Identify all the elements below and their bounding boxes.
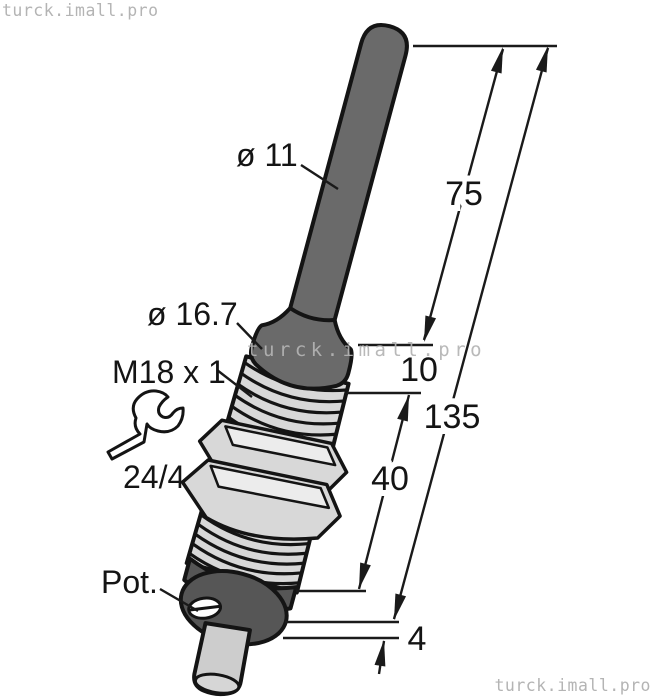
dim-10-label: 10 [400, 351, 438, 389]
dim-line-40 [357, 394, 411, 590]
watermark-middle: turck.imall.pro [247, 339, 486, 361]
hex-nut-lower-highlight [209, 464, 331, 510]
sensor-collar [248, 306, 354, 391]
dimension-lines [357, 47, 550, 675]
dim-40-label: 40 [371, 460, 409, 498]
dimension-texts: 75 10 135 40 4 [365, 169, 489, 658]
dim-75-label: 75 [445, 175, 483, 213]
hex-nut [180, 418, 349, 541]
cable-diameter-label: ø 11 [236, 137, 298, 173]
watermark-bottom-right: turck.imall.pro [494, 676, 651, 695]
wrench-icon [106, 389, 185, 461]
dim-line-75 [422, 48, 505, 341]
leader-cable-diameter [300, 163, 339, 191]
wrench-size-label: 24/4 [123, 459, 185, 495]
sensor-tip [192, 621, 252, 697]
potentiometer-label: Pot. [101, 564, 158, 600]
sensor-body [178, 23, 409, 697]
leader-head-diameter [236, 322, 263, 350]
head-diameter-label: ø 16.7 [147, 296, 238, 332]
dim-line-135 [392, 47, 550, 620]
watermark-top-left: turck.imall.pro [2, 1, 159, 20]
potentiometer-screw [187, 596, 223, 620]
extension-lines [283, 44, 557, 640]
hex-nut-upper-highlight [224, 425, 337, 467]
leader-thread-spec [216, 369, 253, 398]
thread-spec-label: M18 x 1 [112, 354, 226, 390]
sensor-cable [282, 23, 409, 343]
leader-lines [159, 163, 339, 613]
dim-135-label: 135 [424, 398, 481, 436]
dim-4-label: 4 [408, 620, 427, 658]
callout-texts: ø 11 ø 16.7 M18 x 1 24/4 Pot. [101, 137, 298, 600]
leader-potentiometer [159, 587, 199, 613]
